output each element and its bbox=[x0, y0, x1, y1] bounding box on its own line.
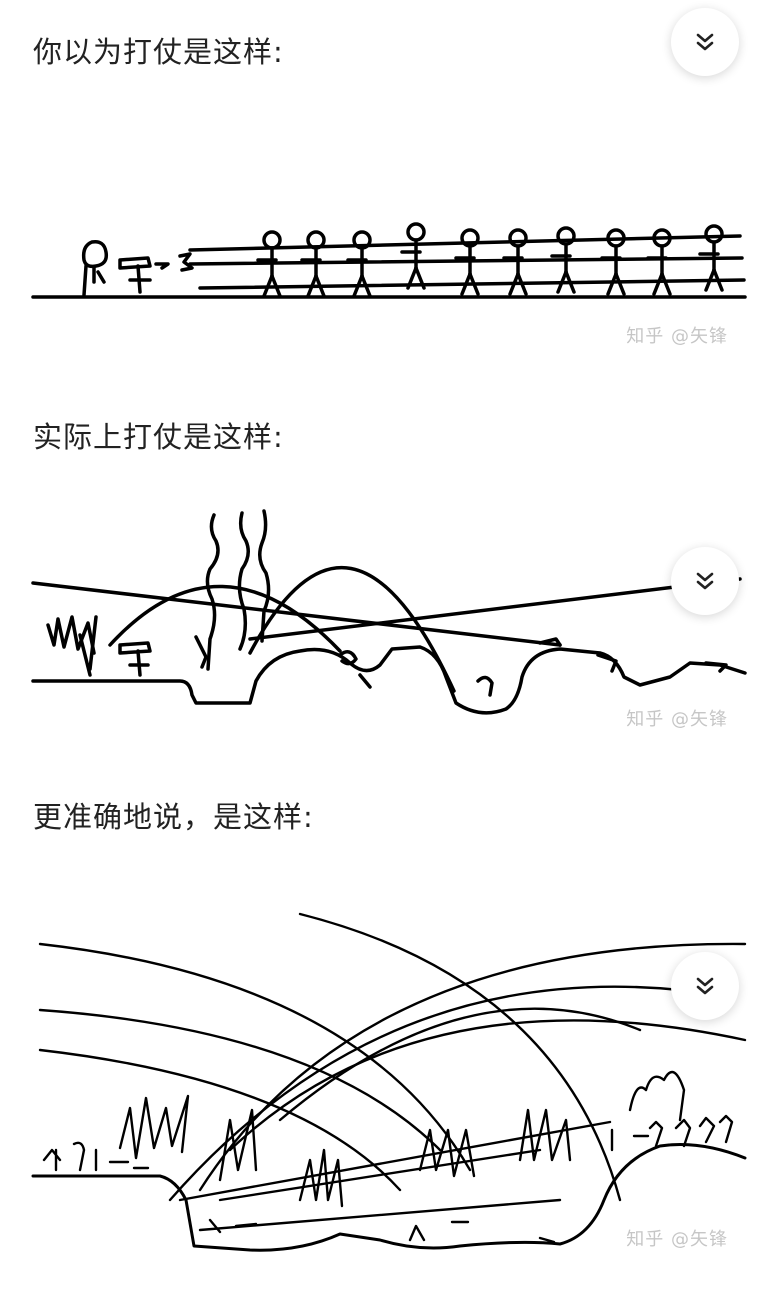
double-chevron-down-icon bbox=[696, 33, 714, 51]
caption-1: 你以为打仗是这样: bbox=[33, 35, 284, 69]
figure-2-actual-battle bbox=[0, 505, 778, 725]
watermark-1: 知乎 @矢锋 bbox=[626, 326, 728, 347]
cannon bbox=[118, 641, 152, 677]
collapse-button[interactable] bbox=[671, 952, 739, 1020]
watermark-3: 知乎 @矢锋 bbox=[626, 1229, 728, 1250]
double-chevron-down-icon bbox=[696, 977, 714, 995]
terrain bbox=[31, 1143, 747, 1252]
soldier-left bbox=[81, 239, 109, 297]
caption-2: 实际上打仗是这样: bbox=[33, 420, 284, 454]
figure-1-imagined-battle bbox=[0, 220, 778, 310]
watermark-2: 知乎 @矢锋 bbox=[626, 709, 728, 730]
enemy-soldiers bbox=[256, 222, 724, 298]
cannon bbox=[118, 252, 194, 294]
caption-3: 更准确地说，是这样: bbox=[33, 800, 314, 834]
double-chevron-down-icon bbox=[696, 572, 714, 590]
figure-3-more-accurate-battle bbox=[0, 900, 778, 1270]
collapse-button[interactable] bbox=[671, 547, 739, 615]
collapse-button[interactable] bbox=[671, 8, 739, 76]
